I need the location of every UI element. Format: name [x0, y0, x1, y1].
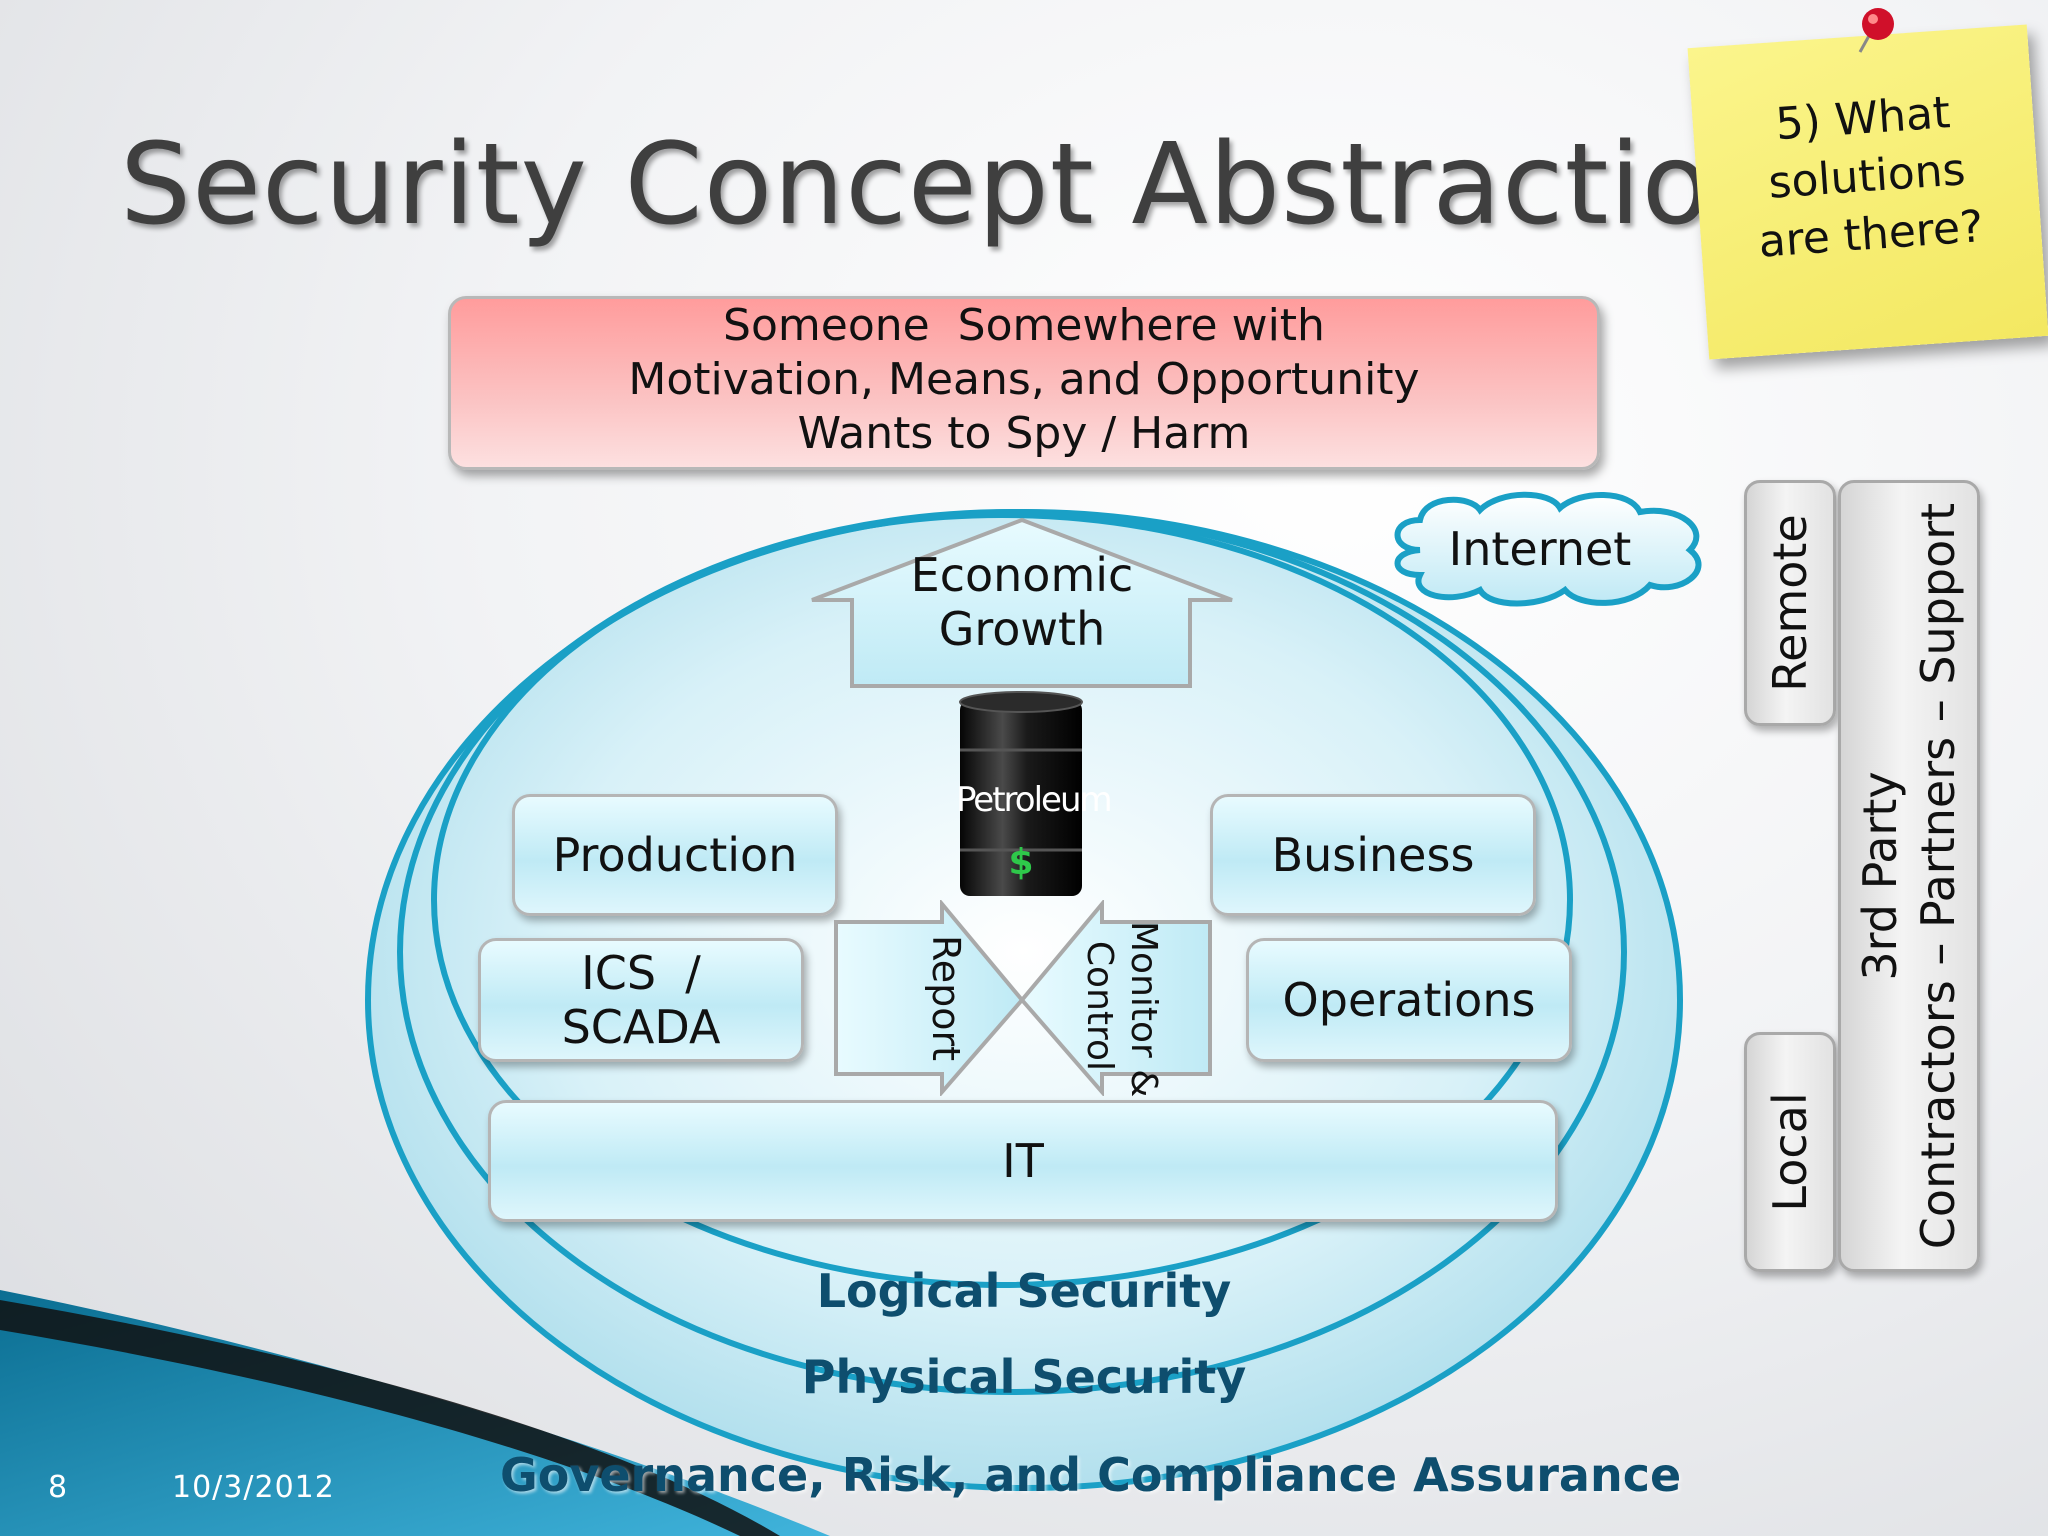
third-party-box: 3rd Party Contractors – Partners – Suppo… [1838, 480, 1980, 1272]
operations-label: Operations [1282, 973, 1536, 1027]
physical-security-label: Physical Security [801, 1350, 1247, 1404]
operations-box: Operations [1246, 938, 1572, 1062]
slide-date: 10/3/2012 [172, 1470, 335, 1505]
report-arrow [834, 900, 1025, 1096]
barrel-label: Petroleum [956, 780, 1113, 820]
threat-line-2: Motivation, Means, and Opportunity [628, 354, 1420, 405]
economic-growth-arrow [811, 517, 1233, 688]
physical-security-ring [397, 509, 1627, 1395]
economic-growth-label: Economic Growth [910, 548, 1134, 656]
threat-line-1: Someone Somewhere with [723, 300, 1325, 351]
production-label: Production [552, 828, 798, 882]
petroleum-barrel-icon [959, 691, 1083, 896]
it-box: IT [488, 1100, 1558, 1222]
local-box: Local [1744, 1032, 1836, 1272]
remote-label: Remote [1763, 514, 1817, 692]
it-label: IT [1002, 1134, 1044, 1188]
logical-security-label: Logical Security [816, 1264, 1232, 1318]
governance-label: Governance, Risk, and Compliance Assuran… [500, 1448, 1682, 1502]
ics-scada-label: ICS / SCADA [561, 946, 721, 1054]
third-party-label: 3rd Party Contractors – Partners – Suppo… [1853, 502, 1965, 1250]
ics-scada-box: ICS / SCADA [478, 938, 804, 1062]
internet-cloud-icon [1394, 491, 1702, 607]
report-label: Report [924, 935, 968, 1061]
production-box: Production [512, 794, 838, 916]
push-pin-icon [1858, 8, 1894, 53]
remote-box: Remote [1744, 480, 1836, 726]
threat-line-3: Wants to Spy / Harm [797, 408, 1251, 459]
monitor-control-label: Monitor & Control [1079, 921, 1164, 1098]
report-monitor-arrows [834, 900, 1212, 1096]
internet-label: Internet [1448, 522, 1632, 576]
slide-number: 8 [48, 1470, 68, 1505]
business-label: Business [1271, 828, 1475, 882]
dollar-icon: $ [1008, 842, 1034, 883]
local-label: Local [1763, 1092, 1817, 1212]
slide-title: Security Concept Abstraction [120, 120, 1784, 250]
business-box: Business [1210, 794, 1536, 916]
threat-box: Someone Somewhere with Motivation, Means… [448, 296, 1600, 470]
logical-security-ring [431, 512, 1573, 1288]
monitor-control-arrow [1019, 900, 1212, 1096]
